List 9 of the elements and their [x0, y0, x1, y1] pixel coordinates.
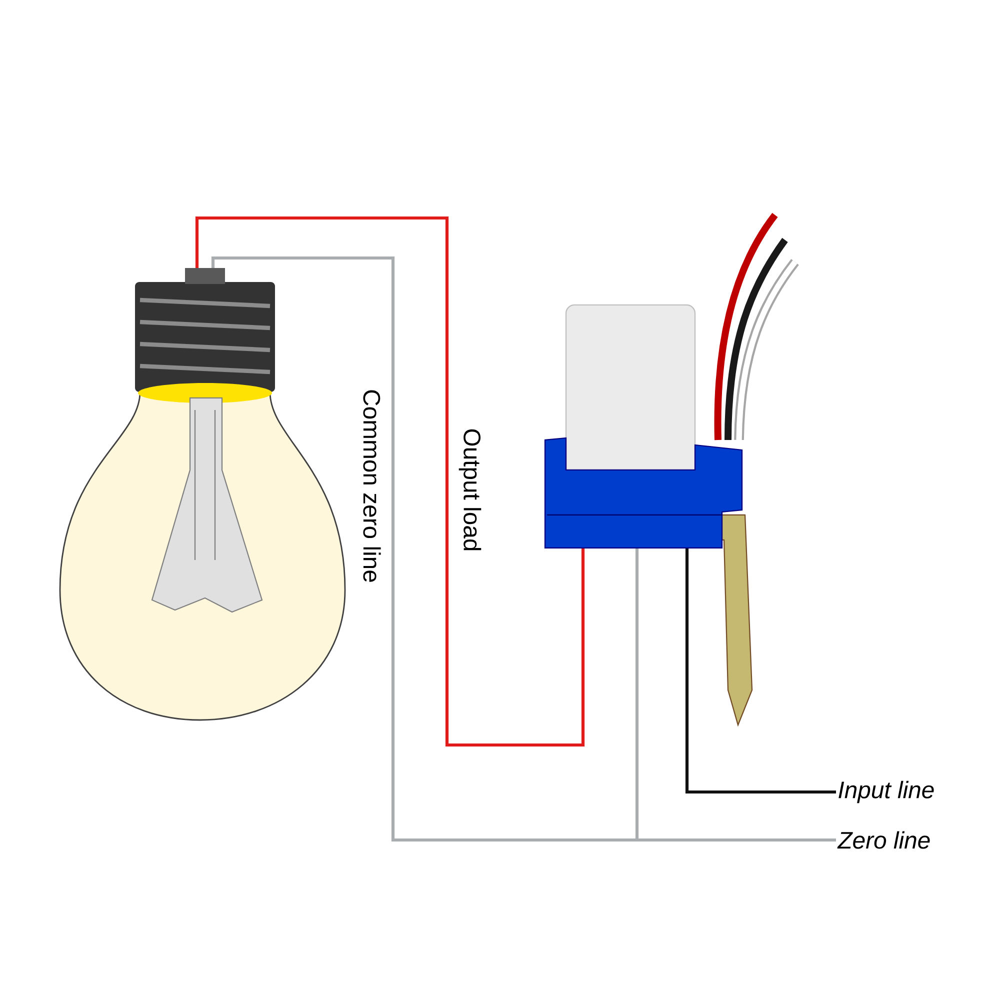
wire	[635, 548, 836, 842]
light-bulb-drawing	[59, 268, 346, 721]
edge-label: Output load	[457, 426, 483, 554]
wire	[195, 216, 585, 747]
line-label: Input line	[838, 780, 934, 804]
light-sensor-switch-drawing	[544, 212, 799, 727]
wire	[685, 548, 836, 794]
edge-label: Common zero line	[362, 388, 382, 584]
line-label: Zero line	[837, 831, 930, 849]
